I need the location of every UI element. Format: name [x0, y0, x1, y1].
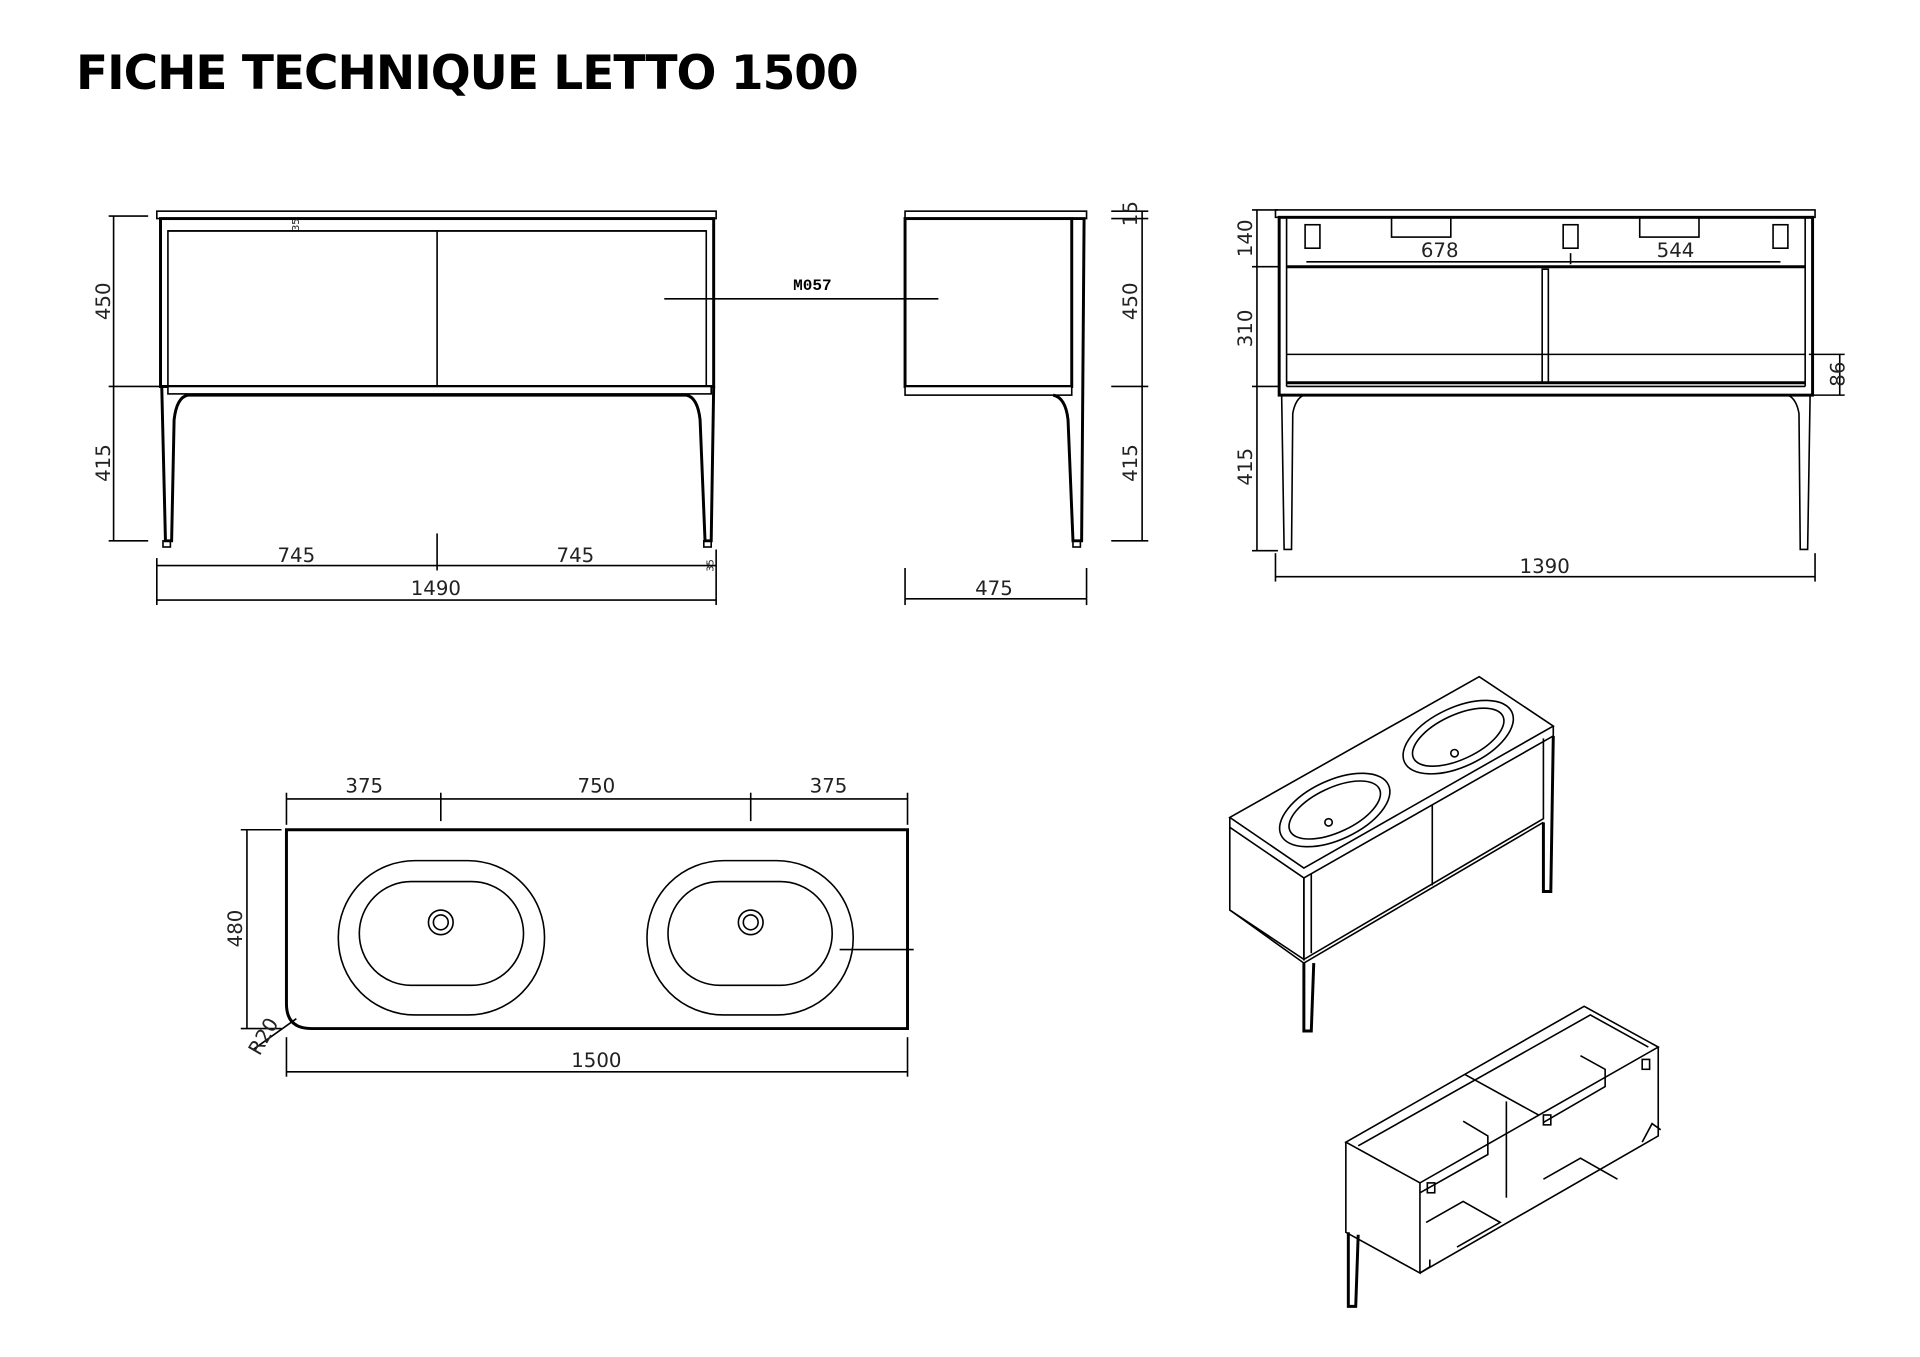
top-corner-radius: R20	[244, 1014, 283, 1059]
back-height-legs: 415	[1234, 448, 1257, 486]
back-height-middle: 310	[1234, 310, 1257, 348]
front-total-width: 1490	[411, 577, 461, 600]
isometric-view-closed	[1228, 675, 1555, 1033]
top-depth: 480	[224, 910, 247, 948]
back-bracket-right-distance: 544	[1657, 239, 1695, 262]
side-view: 15 450 415 475	[903, 201, 1149, 606]
side-top-thickness: 15	[1119, 201, 1142, 226]
front-foot-offset: 35	[706, 559, 717, 572]
front-view: 450 415 35 745 745 35 1490	[92, 210, 717, 606]
front-top-reveal-label: 35	[291, 218, 302, 231]
top-view: 375 750 375 480 R20 1500	[224, 775, 914, 1077]
top-right-margin: 375	[810, 775, 848, 798]
back-height-top: 140	[1234, 219, 1257, 257]
back-total-width: 1390	[1520, 555, 1570, 578]
top-left-margin: 375	[345, 775, 383, 798]
side-depth: 475	[975, 577, 1013, 600]
front-door-left-width: 745	[277, 544, 315, 567]
page-title: FICHE TECHNIQUE LETTO 1500	[76, 46, 859, 101]
material-callout: M057	[793, 277, 832, 295]
front-height-cabinet-label: 450	[92, 282, 115, 320]
side-height-legs: 415	[1119, 444, 1142, 482]
side-height-cabinet: 450	[1119, 282, 1142, 320]
top-total-width: 1500	[571, 1049, 621, 1072]
top-basin-spacing: 750	[578, 775, 616, 798]
back-bracket-left-distance: 678	[1421, 239, 1459, 262]
front-height-legs-label: 415	[92, 444, 115, 482]
back-shelf-height: 86	[1827, 362, 1850, 387]
back-view: 678 544 140 310 415 86 1390	[1234, 209, 1850, 582]
front-door-right-width: 745	[557, 544, 595, 567]
isometric-view-open	[1344, 1005, 1662, 1308]
